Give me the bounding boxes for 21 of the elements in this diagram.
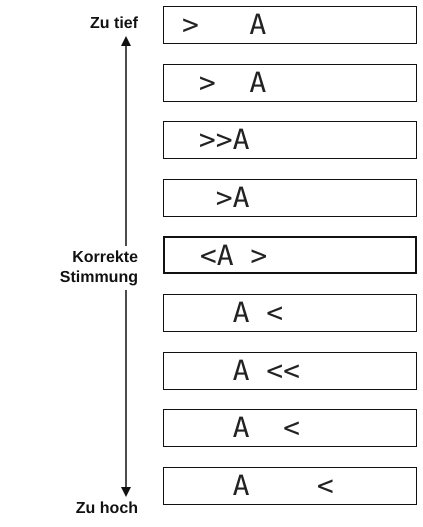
- display-text: <A >: [198, 242, 268, 270]
- display-text: >A: [214, 184, 250, 212]
- tuner-display: [163, 294, 417, 332]
- tuner-display: [163, 236, 417, 274]
- display-text: >>A: [198, 126, 250, 154]
- tuner-display: [163, 6, 417, 44]
- display-text: A <: [232, 299, 284, 327]
- tuner-display: [163, 121, 417, 160]
- tuner-display: [163, 466, 417, 505]
- display-text: A <: [232, 472, 334, 500]
- tuner-display: [163, 352, 417, 390]
- scale-arrow: [121, 36, 131, 497]
- tuner-display: [163, 178, 417, 217]
- scale-end-label: Zu hoch: [76, 499, 138, 519]
- tuner-display: [163, 64, 417, 102]
- scale-end-label: Zu tief: [90, 14, 138, 34]
- display-text: > A: [198, 68, 266, 97]
- display-text: A <<: [232, 356, 300, 385]
- display-text: > A: [182, 11, 266, 39]
- display-text: A <: [232, 414, 300, 442]
- tuner-display: [163, 409, 417, 448]
